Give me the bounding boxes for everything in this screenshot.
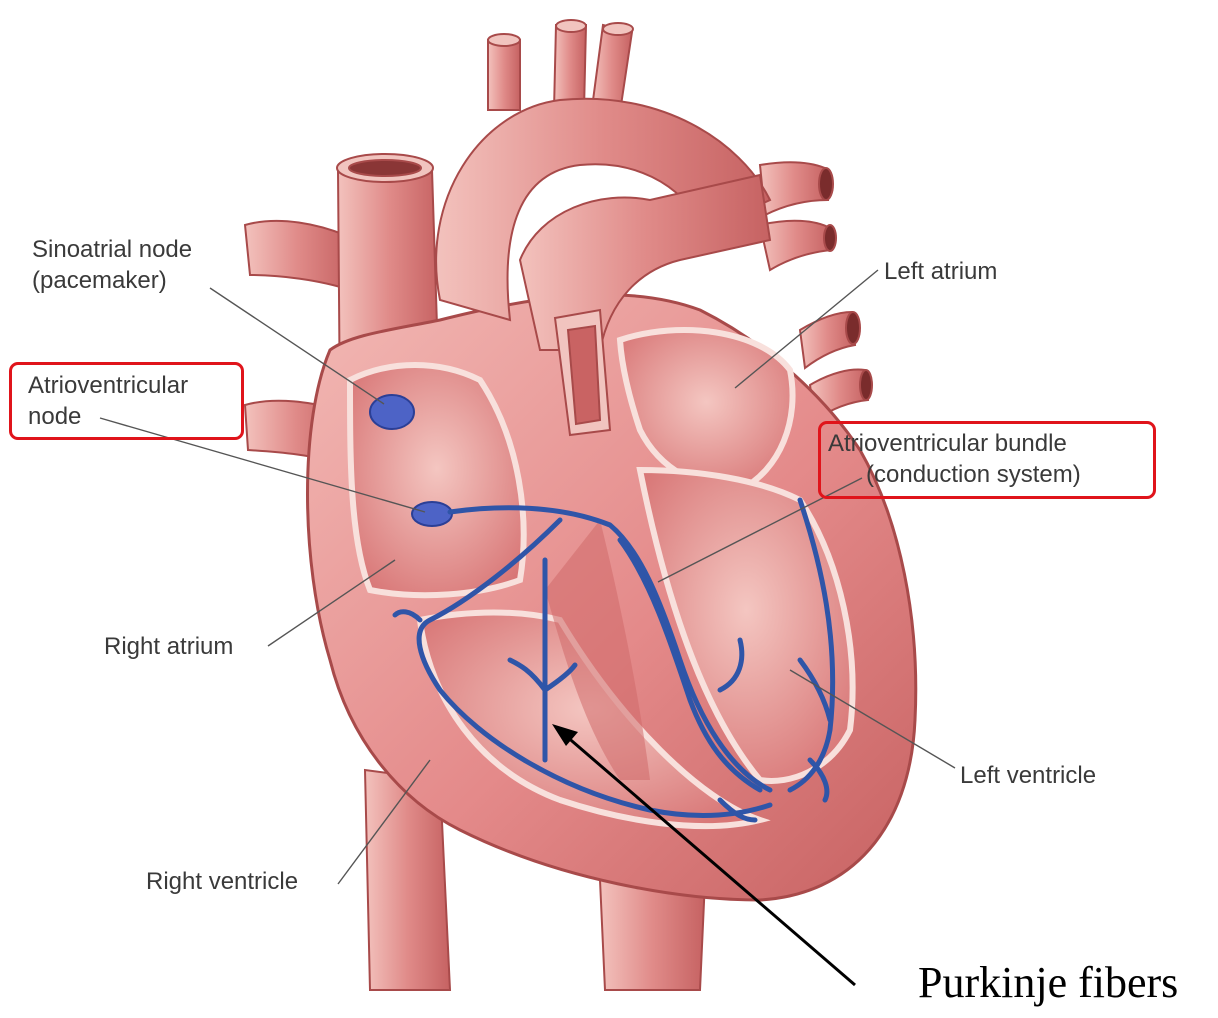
label-av-node-line1: Atrioventricular: [28, 370, 188, 401]
label-atrioventricular-node: Atrioventricular node: [28, 370, 188, 432]
atrioventricular-node-shape: [412, 502, 452, 526]
label-left-atrium: Left atrium: [884, 256, 997, 287]
label-left-ventricle: Left ventricle: [960, 760, 1096, 791]
label-av-node-line2: node: [28, 401, 188, 432]
label-atrioventricular-bundle: Atrioventricular bundle (conduction syst…: [828, 428, 1081, 490]
label-av-bundle-line1: Atrioventricular bundle: [828, 428, 1081, 459]
label-sinoatrial-node: Sinoatrial node (pacemaker): [32, 234, 192, 296]
label-right-atrium: Right atrium: [104, 631, 233, 662]
label-purkinje-fibers: Purkinje fibers: [918, 958, 1178, 1008]
label-right-ventricle: Right ventricle: [146, 866, 298, 897]
sinoatrial-node-shape: [370, 395, 414, 429]
label-sinoatrial-line1: Sinoatrial node: [32, 234, 192, 265]
label-sinoatrial-line2: (pacemaker): [32, 265, 192, 296]
label-av-bundle-line2: (conduction system): [828, 459, 1081, 490]
